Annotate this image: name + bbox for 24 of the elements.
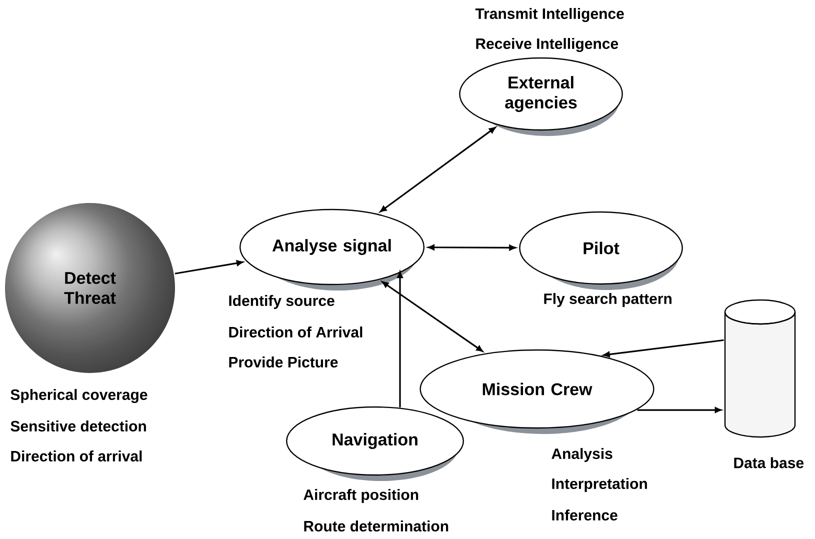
annotation-text: Sensitive detection: [10, 420, 146, 432]
annotation-text: Receive Intelligence: [476, 38, 618, 52]
arrow: [380, 126, 496, 212]
annotation-text: Direction of Arrival: [229, 326, 362, 338]
arrow: [637, 407, 722, 413]
annotation-text: Provide Picture: [229, 356, 338, 368]
annotation-text: Route determination: [304, 520, 448, 532]
annotation-text: Spherical coverage: [10, 388, 148, 404]
node-label: Data base: [734, 457, 804, 468]
annotation-text: Direction of arrival: [11, 450, 142, 462]
annotation-text: Transmit Intelligence: [475, 8, 624, 22]
annotation-text: Aircraft position: [304, 489, 418, 503]
annotation-text: Identify source: [229, 295, 334, 309]
arrow: [382, 281, 483, 352]
database-cylinder: Data base: [724, 299, 804, 468]
annotation-text: Fly search pattern: [544, 293, 672, 307]
arrow: [428, 244, 516, 251]
arrow: [397, 272, 403, 408]
arrow: [603, 339, 724, 358]
annotation-text: Inference: [552, 510, 618, 520]
arrow: [174, 260, 244, 274]
annotation-text: Interpretation: [552, 478, 647, 492]
annotation-text: Analysis: [552, 448, 612, 462]
sphere: Detect Threat: [64, 272, 116, 304]
